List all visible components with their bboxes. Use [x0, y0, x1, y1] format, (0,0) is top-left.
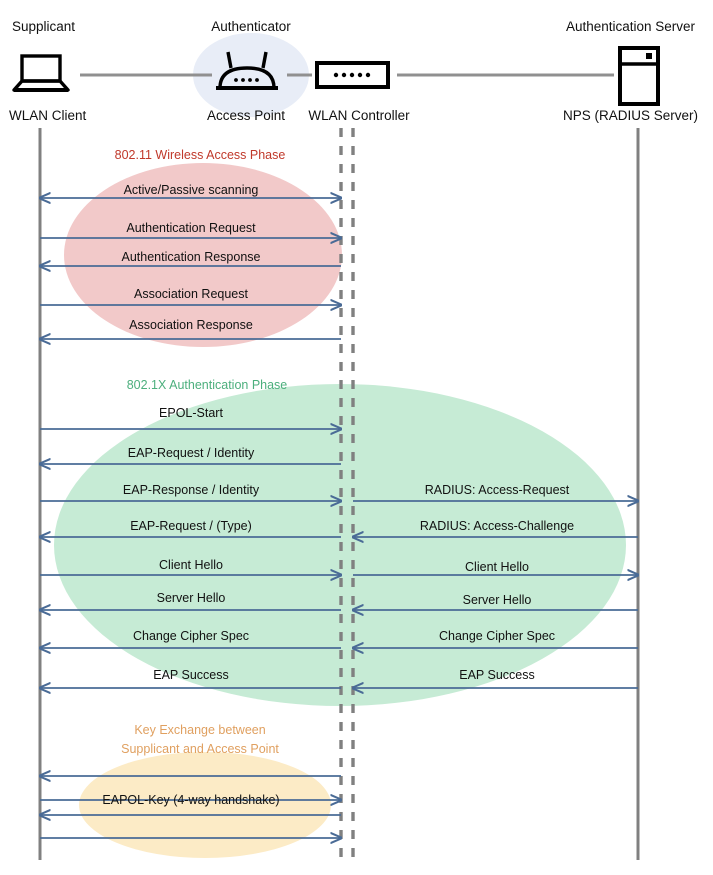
- message-label: Change Cipher Spec: [132, 629, 250, 643]
- actor-device-nps: NPS (RADIUS Server): [562, 108, 699, 123]
- actor-role-authenticator: Authenticator: [211, 19, 291, 34]
- message-label: RADIUS: Access-Challenge: [419, 519, 575, 533]
- actor-role-supplicant: Supplicant: [12, 19, 76, 34]
- phase-label-key-exchange-line1: Key Exchange between: [134, 723, 266, 737]
- message-label: Change Cipher Spec: [438, 629, 556, 643]
- message-label: Server Hello: [462, 593, 532, 607]
- phase-blob-key-exchange: [79, 752, 331, 858]
- message-label: EPOL-Start: [159, 406, 223, 420]
- message-label: EAPOL-Key (4-way handshake): [102, 793, 280, 807]
- message-label: Client Hello: [465, 560, 529, 574]
- server-icon: [618, 46, 660, 106]
- wlan-controller-icon: [315, 61, 390, 89]
- message-label: Association Request: [134, 287, 248, 301]
- message-label: EAP-Request / (Type): [130, 519, 252, 533]
- message-label: Server Hello: [156, 591, 226, 605]
- phase-label-key-exchange-line2: Supplicant and Access Point: [121, 742, 279, 756]
- message-label: EAP-Request / Identity: [127, 446, 255, 460]
- message-label: EAP-Response / Identity: [122, 483, 260, 497]
- message-label: EAP Success: [153, 668, 229, 682]
- phase-blob-wireless-access: [64, 163, 342, 347]
- phase-label-dot1x-authentication: 802.1X Authentication Phase: [126, 378, 288, 392]
- actor-role-authentication-server: Authentication Server: [565, 19, 696, 34]
- actor-device-wlan-client: WLAN Client: [9, 108, 87, 123]
- actor-device-access-point: Access Point: [206, 108, 286, 123]
- access-point-icon: [216, 51, 278, 90]
- message-label: Active/Passive scanning: [123, 183, 259, 197]
- message-label: RADIUS: Access-Request: [424, 483, 570, 497]
- authenticator-halo: [193, 33, 309, 117]
- message-label: Association Response: [129, 318, 253, 332]
- phase-label-wireless-access: 802.11 Wireless Access Phase: [114, 148, 286, 162]
- message-label: Authentication Response: [121, 250, 261, 264]
- laptop-icon: [12, 54, 70, 92]
- actor-device-wlan-controller: WLAN Controller: [308, 108, 410, 123]
- message-label: Client Hello: [159, 558, 223, 572]
- message-label: EAP Success: [459, 668, 535, 682]
- message-label: Authentication Request: [126, 221, 256, 235]
